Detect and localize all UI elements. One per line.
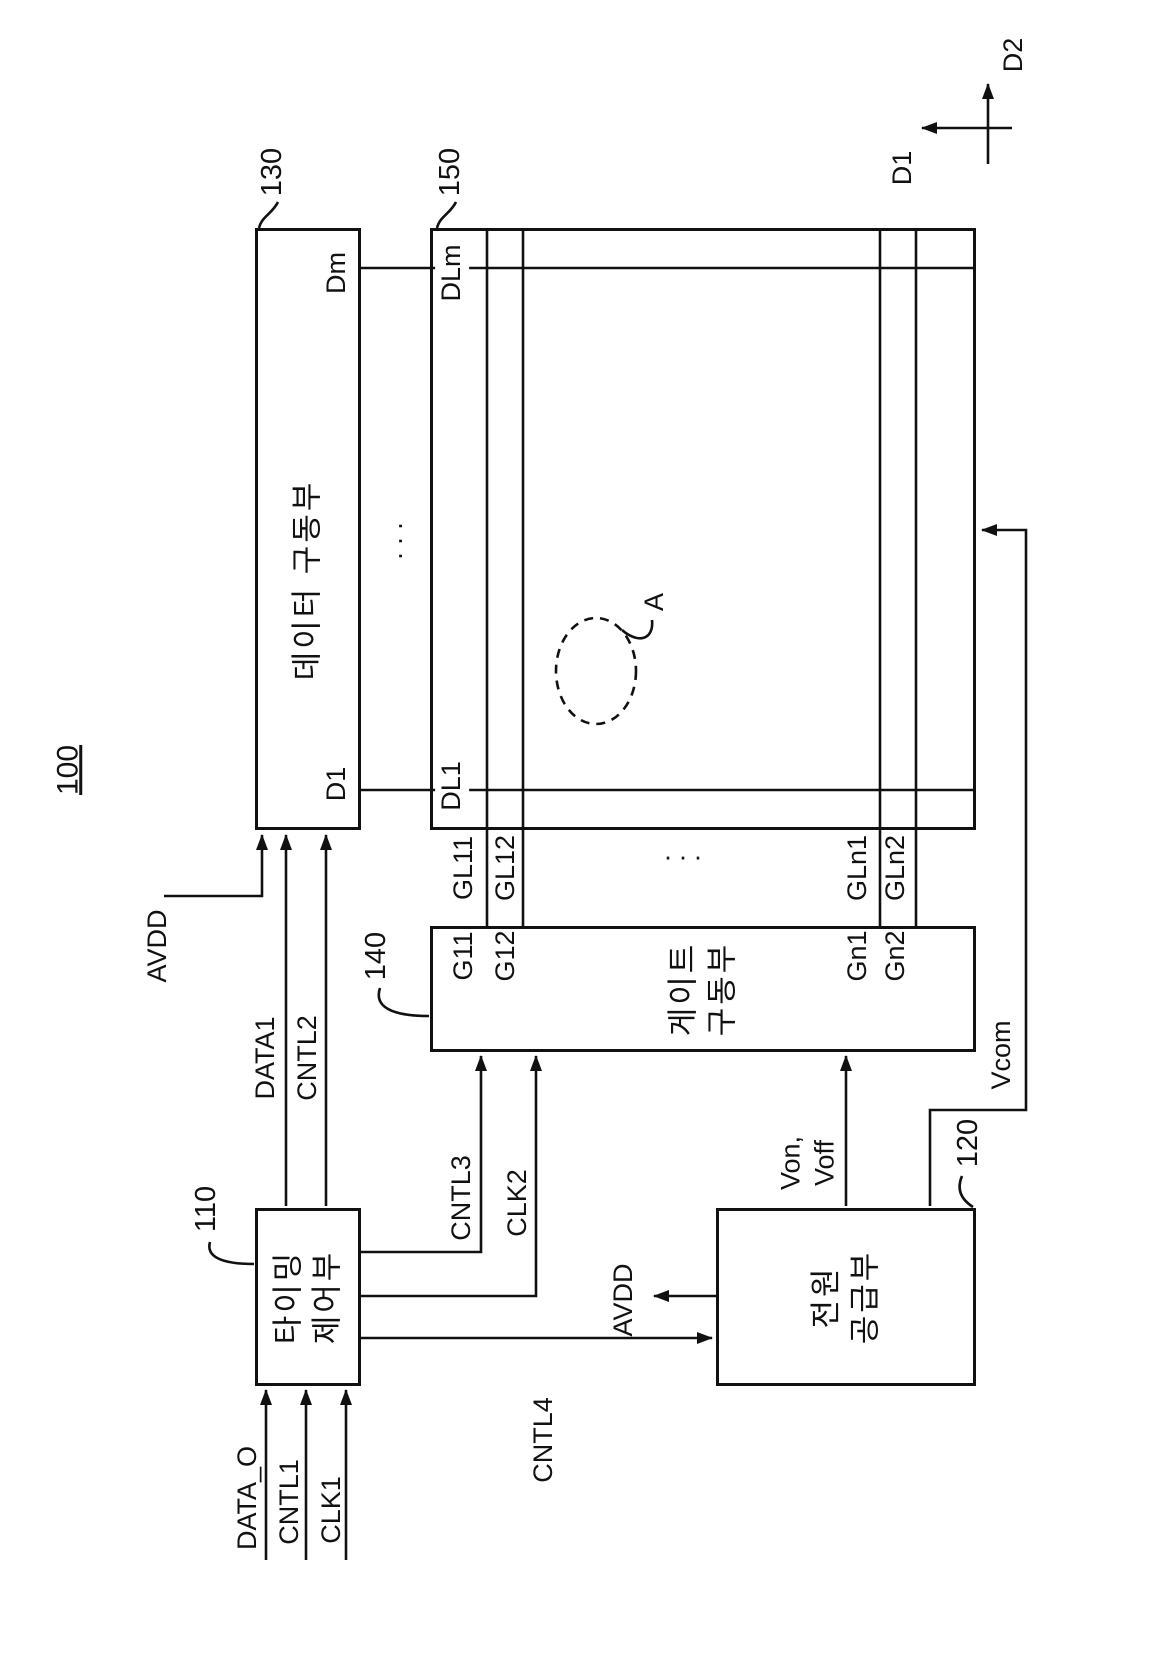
label-gl11: GL11 — [448, 835, 479, 901]
label-cntl3: CNTL3 — [446, 1155, 477, 1241]
leader-110 — [208, 1241, 255, 1266]
region-a-leader — [621, 619, 654, 640]
label-gn2: Gn2 — [880, 930, 911, 982]
ref-130: 130 — [255, 147, 288, 197]
data-driver-name: 데이터 구동부 — [289, 479, 325, 681]
wire-vcom — [928, 524, 1028, 1206]
label-data-o: DATA_O — [232, 1445, 263, 1551]
data-lines-ellipsis: ··· — [384, 515, 415, 561]
wire-avdd-to-data-driver — [164, 834, 268, 898]
block-timing-controller — [255, 1208, 361, 1386]
leader-130 — [257, 201, 280, 229]
label-data1: DATA1 — [250, 1016, 281, 1100]
block-data-driver — [255, 228, 361, 830]
label-cntl4: CNTL4 — [528, 1397, 559, 1483]
gate-driver-name: 게이트 구동부 — [665, 941, 739, 1037]
gate-lines-ellipsis: ··· — [663, 841, 709, 872]
label-gn1: Gn1 — [842, 930, 873, 982]
label-clk1: CLK1 — [316, 1476, 347, 1544]
label-dm: Dm — [321, 252, 352, 294]
axis-d1-label: D1 — [887, 150, 918, 186]
label-g11: G11 — [448, 931, 479, 981]
label-gln2: GLn2 — [880, 834, 911, 902]
label-dl1: DL1 — [435, 759, 469, 813]
label-clk2: CLK2 — [502, 1169, 533, 1237]
label-avdd-power: AVDD — [608, 1263, 639, 1337]
figure-number: 100 — [51, 744, 85, 796]
block-display-panel — [430, 228, 976, 830]
block-gate-driver — [430, 926, 976, 1052]
label-von-voff: Von, Voff — [775, 1135, 839, 1191]
label-gln1: GLn1 — [842, 834, 873, 902]
label-cntl1: CNTL1 — [274, 1459, 305, 1545]
leader-150 — [435, 201, 458, 229]
ref-140: 140 — [359, 931, 392, 981]
label-avdd-data-driver: AVDD — [142, 909, 173, 983]
label-vcom: Vcom — [986, 1020, 1017, 1090]
label-g12: G12 — [490, 930, 521, 982]
wire-clk2 — [361, 1055, 542, 1298]
label-dlm: DLm — [435, 242, 469, 304]
leader-140 — [377, 987, 430, 1018]
axis-d2-label: D2 — [998, 37, 1029, 73]
power-supply-name: 전원 공급부 — [808, 1249, 882, 1345]
ref-120: 120 — [951, 1118, 984, 1168]
timing-controller-name: 타이밍 제어부 — [270, 1249, 344, 1345]
label-d1-line: D1 — [321, 766, 352, 802]
ref-110: 110 — [189, 1185, 222, 1233]
ref-150: 150 — [433, 147, 466, 197]
label-cntl2: CNTL2 — [292, 1015, 323, 1101]
wire-cntl3 — [361, 1055, 487, 1254]
region-a-label: A — [639, 592, 670, 612]
block-power-supply — [716, 1208, 976, 1386]
label-gl12: GL12 — [490, 834, 521, 902]
region-a-ellipse — [554, 616, 638, 726]
leader-120 — [958, 1175, 974, 1209]
